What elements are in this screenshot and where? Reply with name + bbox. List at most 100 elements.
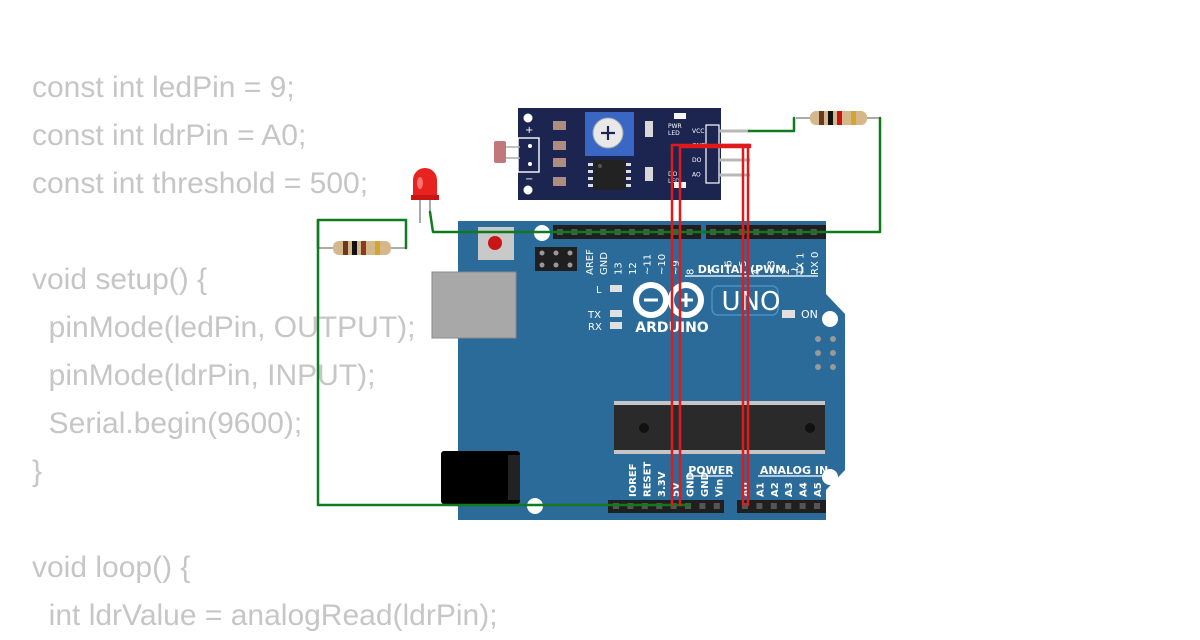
mounting-hole — [822, 311, 838, 327]
icsp-header-left — [535, 247, 577, 271]
pwr-led-label: PWR LED — [668, 123, 684, 137]
module-pin-label: DO — [692, 157, 702, 164]
tx-led — [610, 310, 622, 317]
rx-led — [610, 322, 622, 329]
module-pin-label: AO — [692, 172, 701, 179]
resistor-led[interactable] — [318, 241, 406, 255]
module-pin-header — [705, 124, 720, 184]
on-led-label: ON — [801, 308, 818, 321]
code-line: const int threshold = 500; — [32, 167, 369, 200]
pin-label: GND — [700, 472, 711, 497]
resistor-pullup[interactable] — [796, 111, 880, 125]
wire-led-anode-d9 — [428, 116, 882, 234]
pin-label: ~3 — [767, 260, 778, 275]
smd-capacitor — [645, 167, 653, 181]
photoresistor[interactable] — [494, 141, 520, 163]
pin-label: AREF — [585, 249, 596, 275]
header-pin[interactable] — [713, 503, 720, 509]
analog-header[interactable] — [737, 500, 826, 513]
code-line: int ldrValue = analogRead(ldrPin); — [32, 599, 498, 632]
comparator-chip — [588, 160, 631, 190]
atmega-chip — [614, 401, 825, 454]
pin-label: RX 0 — [810, 252, 821, 275]
code-line: } — [32, 455, 43, 488]
wire-vcc-5v — [678, 145, 752, 507]
pin-label: GND — [599, 252, 610, 275]
mounting-hole — [523, 113, 533, 123]
pin-label: A5 — [813, 482, 824, 497]
potentiometer[interactable] — [585, 112, 634, 156]
code-line: const int ledPin = 9; — [32, 71, 295, 104]
code-line: pinMode(ledPin, OUTPUT); — [32, 311, 416, 344]
pin-label: A4 — [799, 482, 810, 497]
code-line: pinMode(ldrPin, INPUT); — [32, 359, 376, 392]
usb-connector[interactable] — [431, 271, 517, 339]
module-pin-label: VCC — [692, 128, 704, 135]
pin-label: ~10 — [657, 254, 668, 275]
power-header[interactable] — [608, 500, 724, 513]
power-jack[interactable] — [441, 451, 520, 504]
smd-resistor — [553, 158, 566, 167]
header-pin[interactable] — [742, 503, 748, 509]
wire-gnd-module — [670, 143, 752, 507]
icsp-header-right — [811, 333, 841, 373]
l-led-label: L — [596, 285, 602, 296]
do-led-label: DO LED — [668, 171, 680, 185]
ldr-socket — [517, 137, 540, 173]
tx-led-label: TX — [587, 310, 601, 321]
pin-label: A1 — [755, 482, 766, 497]
header-pin[interactable] — [756, 503, 763, 509]
red-led[interactable] — [411, 168, 439, 223]
pin-label: ~9 — [671, 260, 682, 275]
header-pin[interactable] — [770, 503, 777, 509]
header-pin[interactable] — [814, 503, 820, 509]
code-preview: const int ledPin = 9; const int ldrPin = … — [32, 64, 498, 640]
pin-label: A0 — [741, 482, 752, 497]
pin-label: A2 — [770, 482, 781, 497]
pin-label: RESET — [642, 461, 653, 497]
model-badge — [711, 285, 779, 316]
on-led — [782, 310, 795, 318]
mounting-hole — [523, 185, 533, 195]
header-pin[interactable] — [699, 503, 706, 509]
smd-capacitor — [645, 121, 653, 137]
smd-resistor — [553, 121, 566, 130]
rx-led-label: RX — [588, 322, 602, 333]
pin-label: 12 — [628, 262, 639, 275]
wire-vcc-resistor — [747, 116, 796, 133]
pin-label: ~11 — [642, 254, 653, 275]
pin-label: Vin — [714, 479, 725, 497]
pin-label: 8 — [686, 269, 697, 275]
code-line: Serial.begin(9600); — [32, 407, 303, 440]
header-pin[interactable] — [785, 503, 792, 509]
pin-label: A3 — [784, 482, 795, 497]
pin-label: 2 — [781, 269, 792, 275]
pin-label: 5V — [671, 482, 682, 497]
pin-label: 3.3V — [657, 471, 668, 497]
code-line: const int ldrPin = A0; — [32, 119, 307, 152]
l-led — [610, 285, 622, 292]
power-label: POWER — [688, 464, 734, 477]
pin-label: 4 — [752, 269, 763, 275]
wire-led-ground-rail — [316, 218, 692, 507]
digital-label: DIGITAL (PWM ~) — [698, 263, 805, 276]
pin-label: ~6 — [723, 260, 734, 275]
module-pin-legs[interactable] — [719, 129, 750, 177]
wires[interactable] — [316, 116, 882, 507]
analog-label: ANALOG IN — [760, 464, 828, 477]
smd-resistor — [553, 177, 566, 186]
ldr-sensor-module[interactable]: + − PWR LED — [494, 108, 750, 200]
header-pin[interactable] — [799, 503, 806, 509]
pin-label: 13 — [614, 262, 625, 275]
minus-label: − — [525, 174, 533, 185]
pin-label: GND — [686, 472, 697, 497]
model-label: UNO — [722, 287, 781, 317]
mounting-hole — [822, 469, 838, 485]
pin-label: TX 1 — [795, 253, 806, 277]
smd-resistor — [553, 141, 566, 150]
